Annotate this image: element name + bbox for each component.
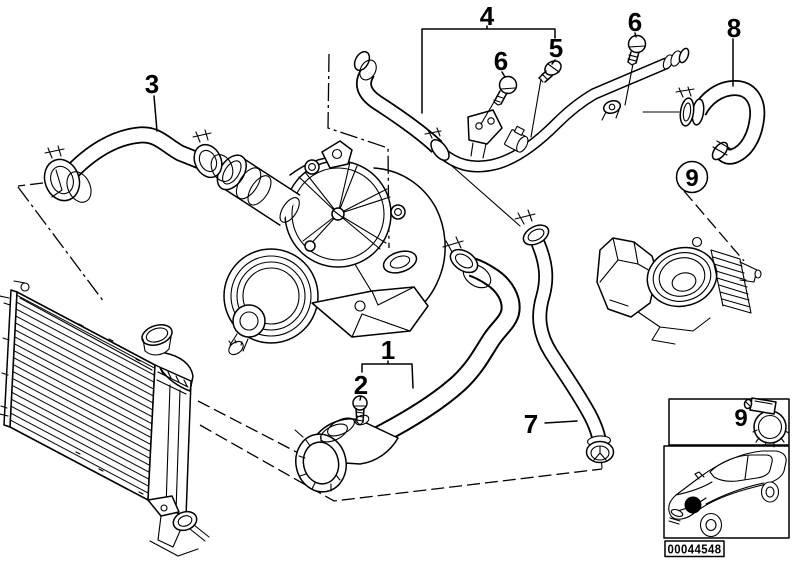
callout-9-circled[interactable]: 9 [685, 165, 698, 192]
callout-2[interactable]: 2 [354, 370, 368, 400]
throttle-body-illustration [596, 236, 762, 345]
callout-6-left[interactable]: 6 [494, 46, 508, 76]
callout-4[interactable]: 4 [480, 1, 495, 31]
bolt-6-left-illustration [480, 75, 518, 125]
water-pipe-4 [353, 47, 690, 173]
callout-6-right[interactable]: 6 [628, 7, 642, 37]
elbow-fitting-1 [294, 414, 399, 493]
water-pump-illustration [216, 140, 446, 356]
hose-7 [514, 209, 615, 464]
bolt-5-illustration [530, 60, 562, 138]
car-illustration [668, 450, 787, 538]
part-code-label: 00044548 [668, 542, 722, 557]
bolt-2-illustration [352, 395, 368, 426]
clamp-inset-box [668, 397, 790, 448]
hose-8 [642, 79, 766, 165]
hose-1 [347, 236, 521, 459]
hose-clamp-icon [743, 397, 790, 448]
callout-5[interactable]: 5 [549, 33, 563, 63]
vehicle-inset-box [663, 445, 790, 539]
callout-1[interactable]: 1 [381, 335, 395, 365]
hose-3 [43, 126, 234, 203]
callout-leader-lines [153, 25, 734, 424]
callout-7[interactable]: 7 [524, 409, 538, 439]
callout-8[interactable]: 8 [727, 13, 741, 43]
location-dot [684, 496, 702, 514]
callout-9-circle [675, 160, 709, 194]
callout-9-boxed[interactable]: 9 [734, 405, 747, 432]
part-code-box [664, 540, 725, 558]
bolt-6-right-illustration [624, 34, 647, 106]
radiator-illustration [0, 280, 210, 557]
callout-3[interactable]: 3 [145, 69, 159, 99]
